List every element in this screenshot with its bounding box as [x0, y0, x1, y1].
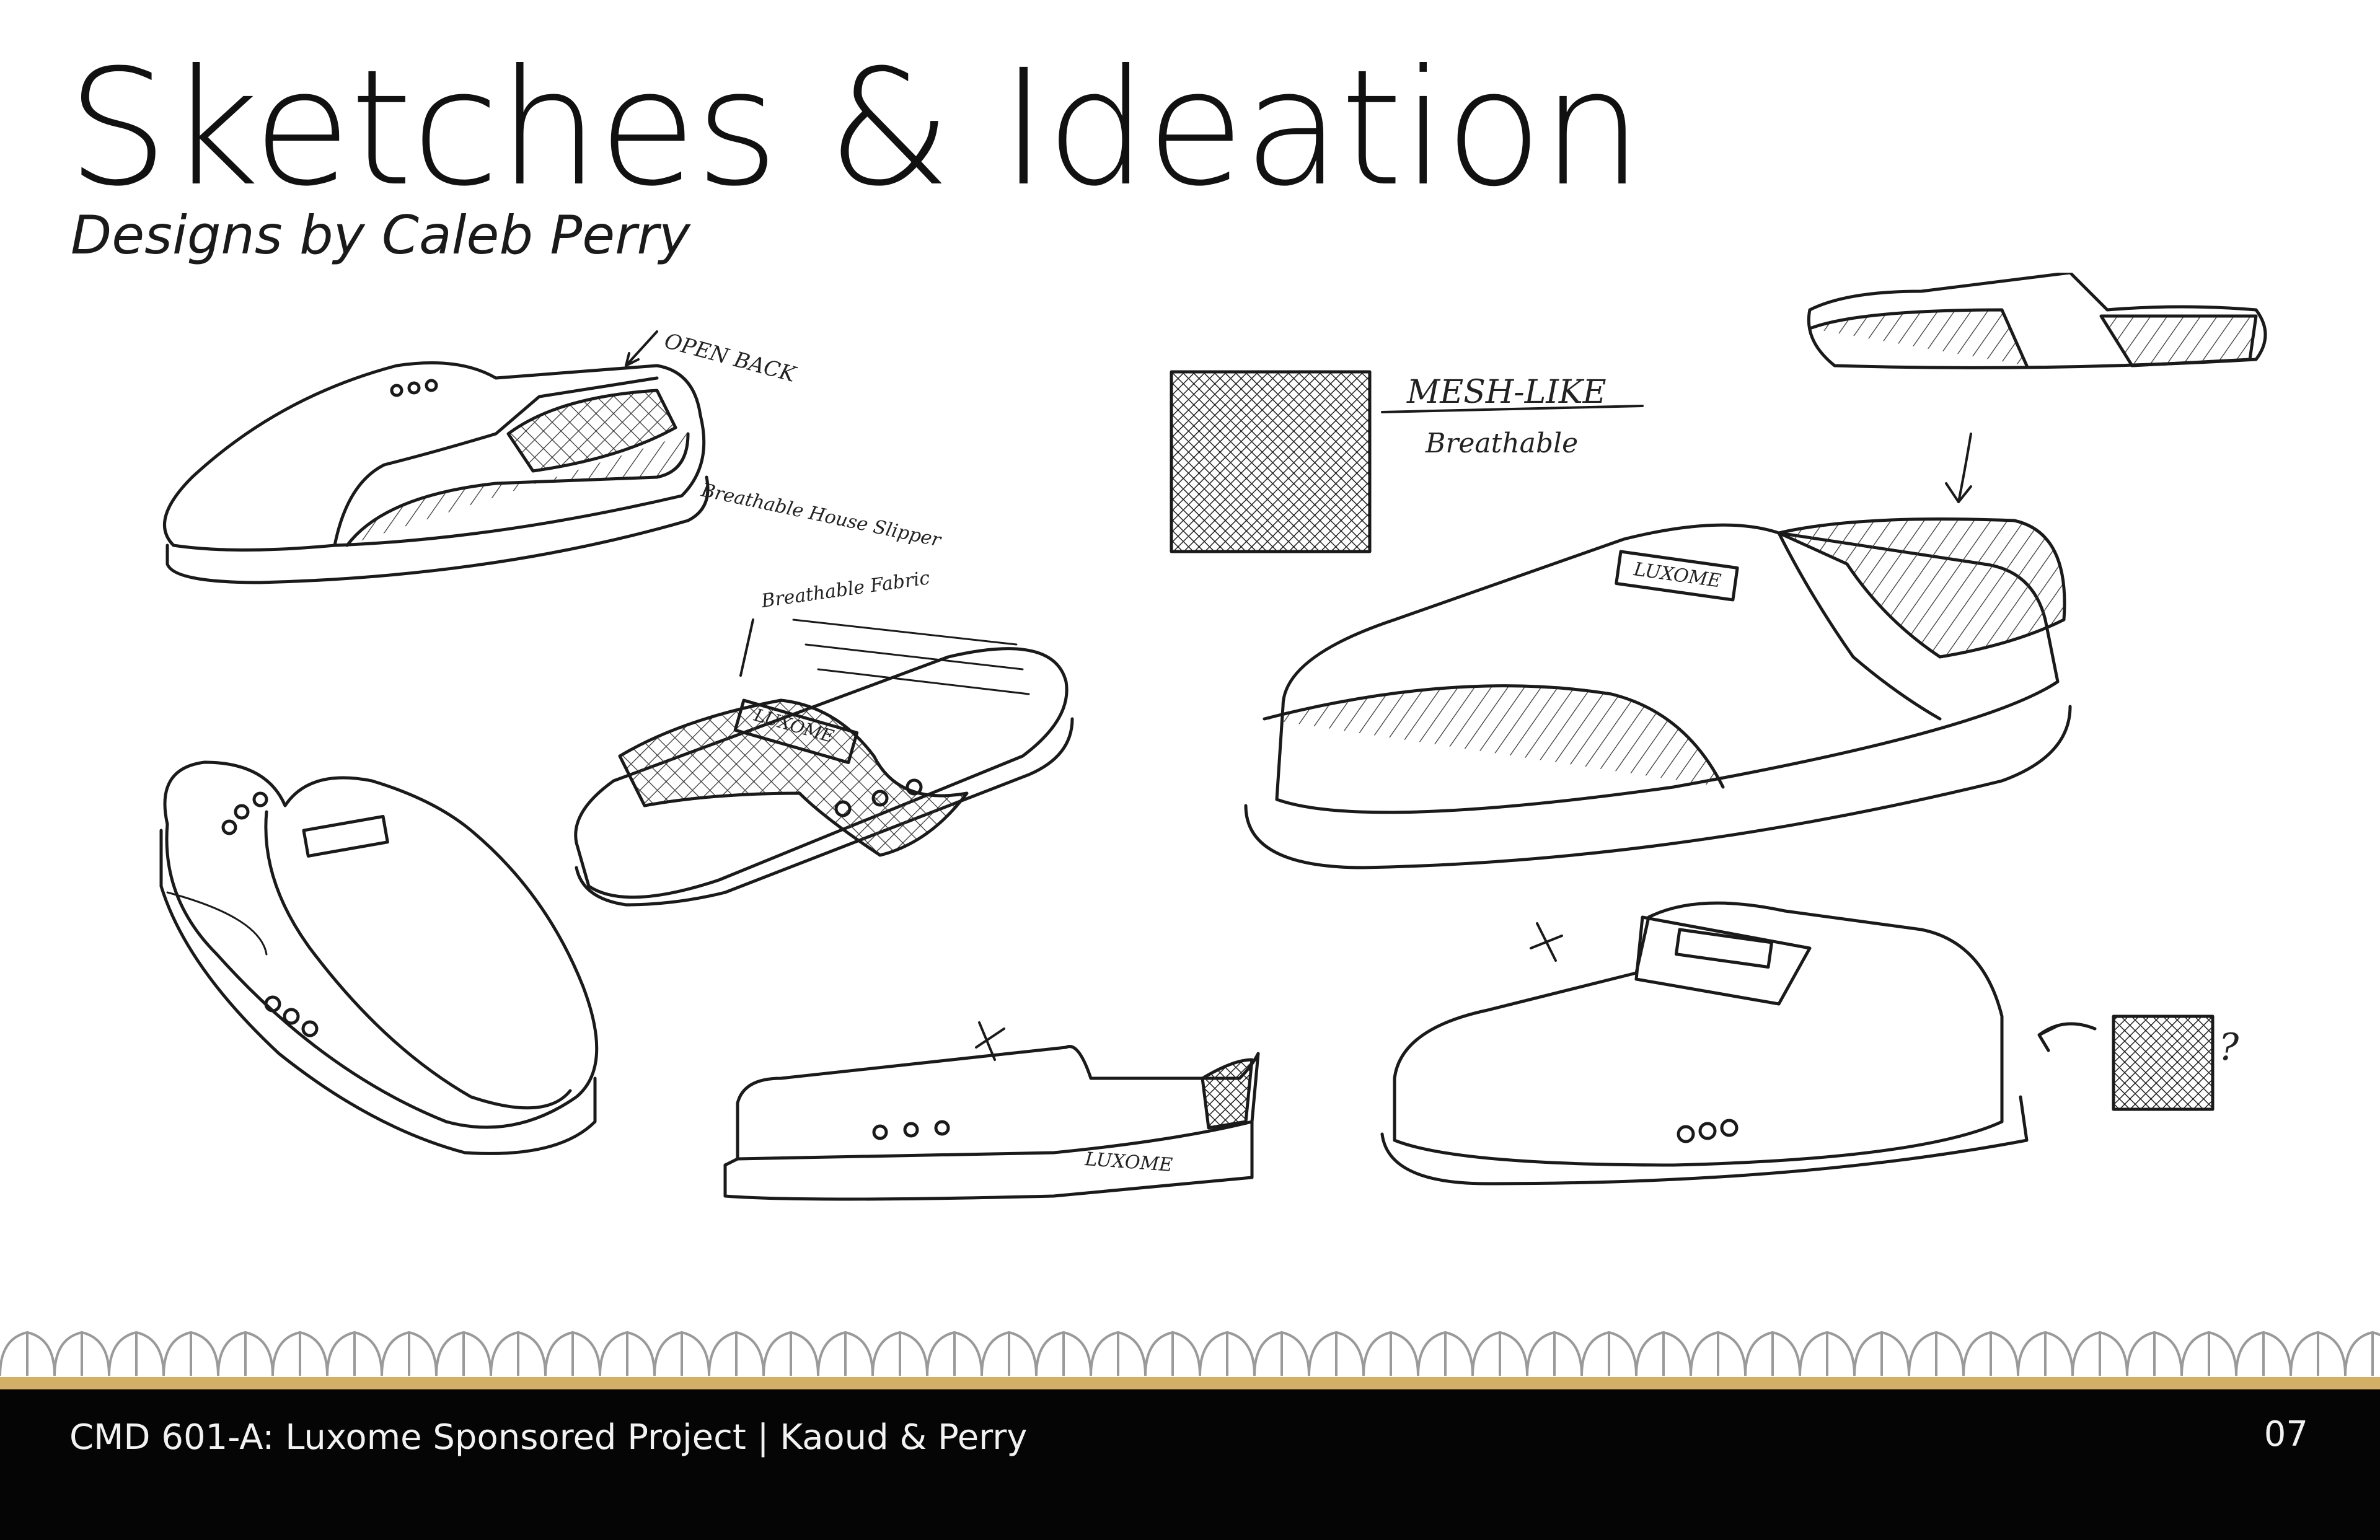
ornament-scallop	[2290, 1331, 2347, 1376]
ornament-scallop	[1744, 1331, 1801, 1376]
ornament-scallop	[599, 1331, 656, 1376]
page-title: Sketches & Ideation	[67, 35, 1642, 221]
ornament-scallop	[2071, 1331, 2128, 1376]
ornament-scallop	[817, 1331, 874, 1376]
ornament-scallop	[1199, 1331, 1256, 1376]
ornament-scallop	[1362, 1331, 1419, 1376]
ornament-scallop	[1962, 1331, 2019, 1376]
ornament-scallop	[217, 1331, 274, 1376]
ornament-scallop	[1853, 1331, 1910, 1376]
mesh-swatch	[1170, 370, 1372, 553]
ornament-scallop	[490, 1331, 547, 1376]
ornament-scallop	[1690, 1331, 1747, 1376]
ornament-scallop	[1635, 1331, 1692, 1376]
ornament-scallop	[108, 1331, 165, 1376]
ornament-scallop	[1308, 1331, 1365, 1376]
ornament-scallop	[1144, 1331, 1201, 1376]
annotation-breathable: Breathable	[1425, 428, 1578, 459]
ornament-scallop	[1908, 1331, 1965, 1376]
ornament-scallop	[162, 1331, 219, 1376]
ornament-scallop	[1253, 1331, 1310, 1376]
ornament-scallop	[544, 1331, 601, 1376]
ornament-scallop	[1090, 1331, 1147, 1376]
ornament-scallop	[1580, 1331, 1637, 1376]
sketch-clog-bottom-right	[1380, 901, 2097, 1186]
ornament-scallop	[271, 1331, 328, 1376]
sketch-clog-left	[159, 760, 599, 1155]
annotation-brand-mark-2: LUXOME	[1083, 1148, 1173, 1176]
page-number: 07	[2263, 1414, 2308, 1454]
ornament-scallop	[326, 1331, 383, 1376]
annotation-house-slipper: Breathable House Slipper	[699, 479, 943, 552]
annotation-breathable-fabric: Breathable Fabric	[759, 567, 931, 612]
gold-divider	[0, 1377, 2380, 1389]
page-subtitle: Designs by Caleb Perry	[71, 205, 690, 266]
ornament-scallop	[53, 1331, 110, 1376]
ornament-scallop	[2126, 1331, 2183, 1376]
ornament-scallop	[2235, 1331, 2292, 1376]
ornament-scallop	[871, 1331, 928, 1376]
ornament-scallop	[653, 1331, 710, 1376]
ornament-scallop	[981, 1331, 1038, 1376]
sketch-clog-large	[1244, 517, 2072, 869]
ornament-scallop	[1526, 1331, 1583, 1376]
ornament-scallop	[2017, 1331, 2074, 1376]
ornament-scallop	[381, 1331, 438, 1376]
small-swatch	[2112, 1014, 2215, 1111]
sketch-sole-top-right	[1807, 273, 2267, 503]
sketch-area: OPEN BACK Breathable House Slipper Breat…	[159, 273, 2267, 1201]
ornament-scallop	[2180, 1331, 2237, 1376]
ornament-scallop	[926, 1331, 983, 1376]
annotation-mesh-like: MESH-LIKE	[1406, 374, 1606, 411]
footer-course-text: CMD 601-A: Luxome Sponsored Project | Ka…	[69, 1417, 1028, 1458]
sketch-open-back-slipper	[163, 330, 710, 584]
ornament-scallop	[1799, 1331, 1856, 1376]
ornament-scallop	[1035, 1331, 1092, 1376]
ornament-scallop	[708, 1331, 765, 1376]
sketch-slide-sandal	[574, 618, 1074, 907]
ornament-scallop	[435, 1331, 492, 1376]
ornament-scallop	[0, 1331, 56, 1376]
footer-bar: CMD 601-A: Luxome Sponsored Project | Ka…	[0, 1389, 2380, 1540]
annotation-question: ?	[2219, 1026, 2239, 1069]
ornament-border	[0, 1331, 2380, 1376]
sketch-low-slipper	[723, 1021, 1260, 1201]
ornament-scallop	[762, 1331, 819, 1376]
ornament-scallop	[2344, 1331, 2380, 1376]
ornament-scallop	[1417, 1331, 1474, 1376]
ornament-scallop	[1471, 1331, 1528, 1376]
